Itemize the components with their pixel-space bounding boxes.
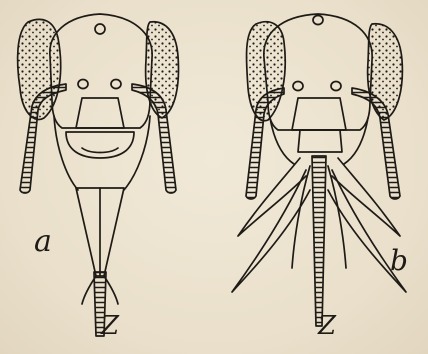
head-b <box>232 14 406 326</box>
panel-b-label: b <box>390 244 408 277</box>
head-b-ocellus-left <box>293 82 303 91</box>
head-a-ocellus-left <box>78 80 88 89</box>
head-a-cheek-right <box>124 116 150 190</box>
proboscis-a-label: Z <box>101 311 119 341</box>
proboscis-b-label: Z <box>318 311 336 341</box>
head-a-labrum <box>66 132 134 158</box>
head-a-labrum-fold <box>82 148 118 153</box>
head-a-ocellus-top <box>95 24 105 34</box>
head-b-labrum <box>298 130 342 152</box>
head-b-clypeus <box>292 98 346 130</box>
head-a-capsule <box>50 14 152 128</box>
head-a <box>18 14 179 336</box>
panel-a-label: a <box>34 224 52 259</box>
head-b-ocellus-right <box>331 82 341 91</box>
head-a-clypeus <box>76 98 124 128</box>
head-a-ocellus-right <box>111 80 121 89</box>
head-b-proboscis <box>312 156 326 326</box>
head-b-ocellus-top <box>313 16 323 25</box>
head-a-cheek-left <box>54 116 78 190</box>
